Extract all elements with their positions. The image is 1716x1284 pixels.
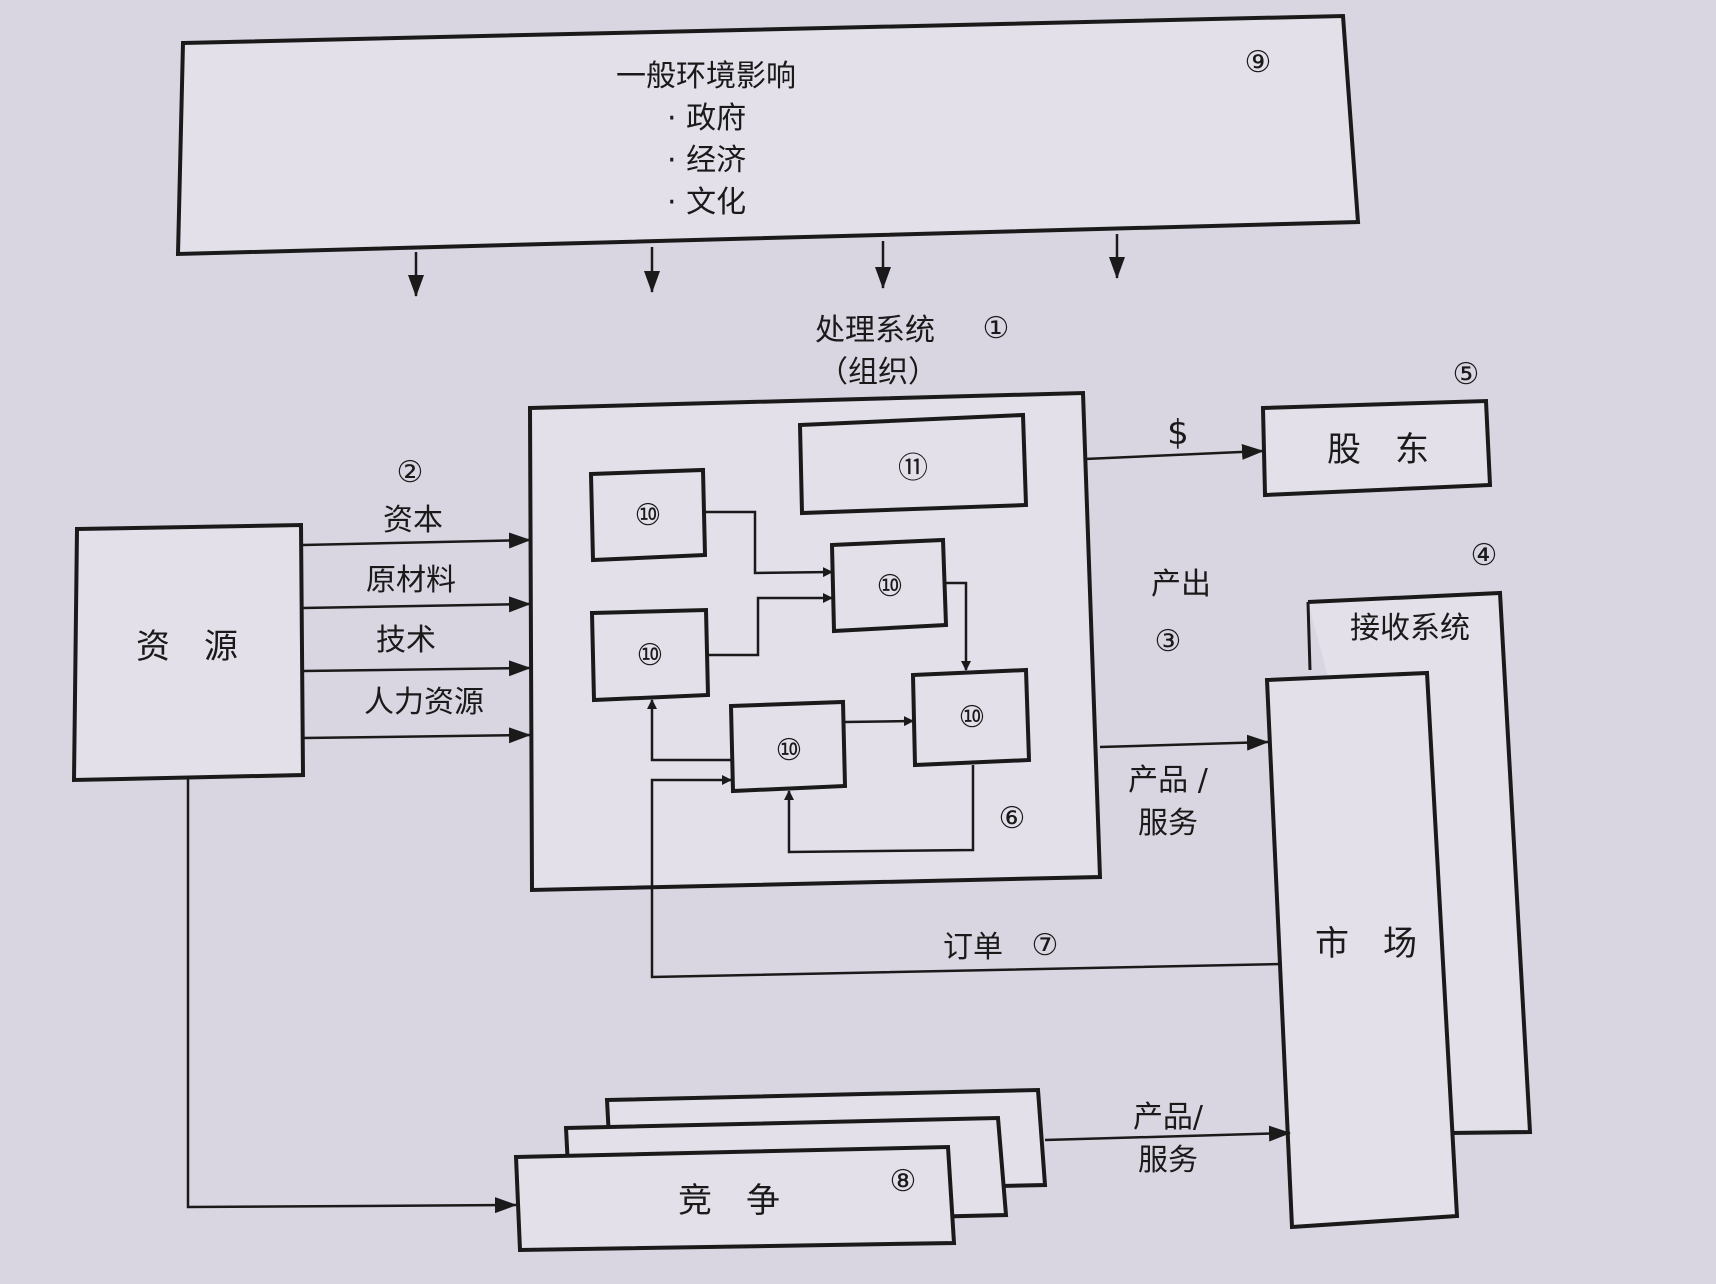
environment-marker: ⑨ (1245, 45, 1272, 80)
subsystem-special: ⑪ (797, 412, 1029, 516)
flow-a-to-c (705, 510, 833, 578)
subsystem-c-marker: ⑩ (877, 569, 904, 604)
products-services-1-arrow (1099, 734, 1269, 751)
subsystem-d: ⑩ (910, 667, 1032, 768)
input-human-resources-arrow (302, 727, 531, 744)
input-capital-arrow (302, 532, 531, 549)
subsystem-b: ⑩ (589, 607, 711, 703)
environment-item-culture: · 文化 (667, 185, 746, 220)
resources-marker: ② (397, 455, 424, 490)
shareholders-label: 股 东 (1327, 430, 1429, 470)
environment-title: 一般环境影响 (616, 59, 796, 94)
flow-e-to-d (844, 716, 914, 727)
subsystem-special-marker: ⑪ (898, 451, 928, 486)
processing-system-subtitle: （组织） (818, 355, 938, 390)
output-label: 产出 (1151, 567, 1211, 602)
processing-system-marker: ① (983, 311, 1010, 346)
products-services-2-arrow (1044, 1125, 1291, 1142)
resources-to-competition-flow (186, 777, 517, 1214)
subsystem-a-marker: ⑩ (635, 498, 662, 533)
input-technology-arrow (302, 660, 531, 677)
dividend-flow-arrow (1084, 443, 1264, 461)
competition-marker: ⑧ (890, 1164, 917, 1199)
orders-label: 订单 (943, 930, 1003, 965)
products-services-1-line1: 产品 / (1128, 763, 1209, 798)
input-capital-label: 资本 (383, 503, 443, 538)
competition-stack: 竞 争 ⑧ (513, 1087, 1048, 1253)
feedback-loop (784, 765, 975, 854)
feedback-loop-marker: ⑥ (999, 801, 1026, 836)
shareholders-marker: ⑤ (1453, 357, 1480, 392)
market-label: 市 场 (1315, 924, 1417, 964)
orders-flow (650, 775, 1283, 979)
subsystem-a: ⑩ (588, 467, 708, 563)
input-materials-arrow (302, 596, 531, 613)
products-services-1-line2: 服务 (1138, 806, 1198, 841)
subsystem-d-marker: ⑩ (959, 700, 986, 735)
resources-box: 资 源 (71, 522, 306, 783)
dividend-flow-label: $ (1167, 413, 1189, 453)
environment-box: 一般环境影响 · 政府 · 经济 · 文化 ⑨ (175, 13, 1361, 257)
competition-label: 竞 争 (678, 1181, 780, 1221)
subsystem-e: ⑩ (728, 699, 848, 794)
subsystem-e-marker: ⑩ (776, 733, 803, 768)
environment-item-government: · 政府 (667, 101, 746, 136)
receiving-system-label: 接收系统 (1350, 611, 1470, 646)
subsystem-c: ⑩ (829, 537, 949, 634)
subsystem-b-marker: ⑩ (637, 638, 664, 673)
products-services-2-line2: 服务 (1138, 1143, 1198, 1178)
flow-c-to-d (946, 581, 971, 671)
processing-system-title: 处理系统 (815, 313, 935, 348)
flow-e-to-b (647, 699, 731, 762)
flow-b-to-c (708, 593, 833, 657)
products-services-2-line1: 产品/ (1133, 1100, 1204, 1135)
environment-item-economy: · 经济 (667, 143, 746, 178)
input-materials-label: 原材料 (366, 563, 456, 598)
market-box: 市 场 (1264, 670, 1460, 1230)
shareholders-box: 股 东 (1260, 398, 1493, 498)
receiving-system-marker: ④ (1471, 538, 1498, 573)
input-human-resources-label: 人力资源 (364, 685, 484, 720)
input-technology-label: 技术 (376, 623, 436, 658)
output-marker: ③ (1155, 624, 1182, 659)
resources-label: 资 源 (136, 627, 238, 667)
orders-marker: ⑦ (1032, 928, 1059, 963)
